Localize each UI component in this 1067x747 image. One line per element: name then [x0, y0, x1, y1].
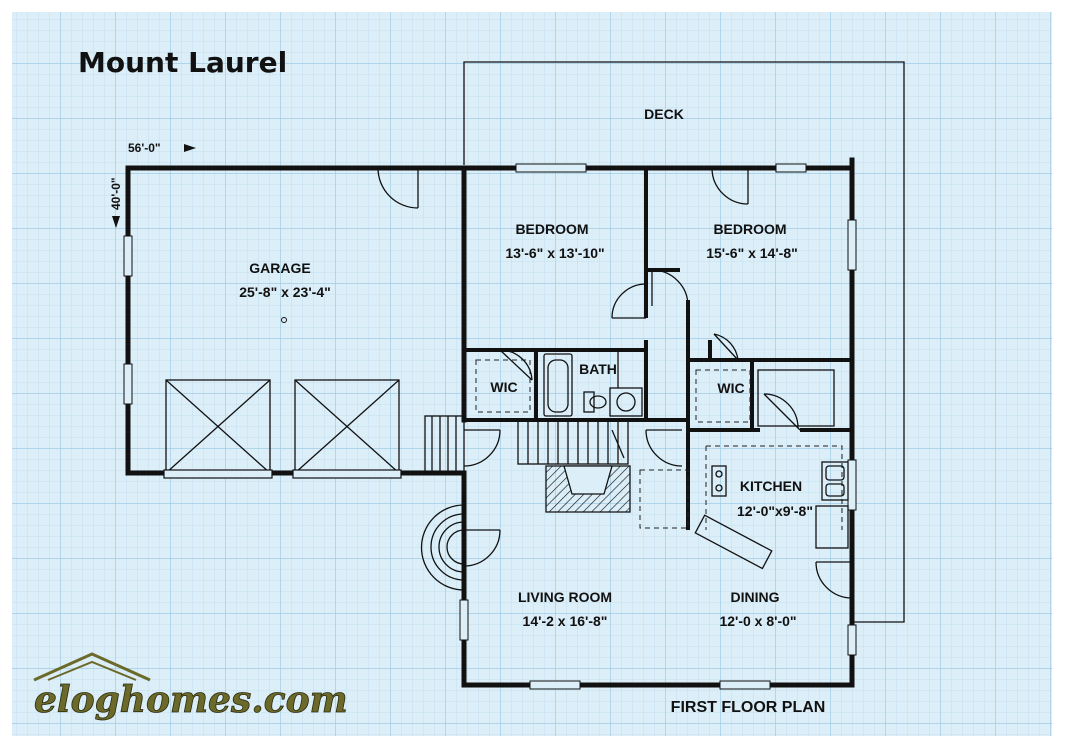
toilet-icon [583, 391, 607, 413]
floor-plan-label: FIRST FLOOR PLAN [671, 699, 826, 716]
garage: GARAGE 25'-8" x 23'-4" [163, 167, 465, 479]
dimension-width: 56'-0" [128, 141, 196, 155]
dimension-width-label: 56'-0" [128, 141, 161, 155]
eloghomes-logo: eloghomes.com [33, 652, 348, 721]
wic-2-label: WIC [717, 380, 744, 396]
dimension-depth-label: 40'-0" [109, 177, 123, 210]
house-roof-icon [33, 652, 151, 682]
garage-steps [424, 415, 465, 473]
deck: DECK [463, 61, 905, 623]
windows [123, 163, 857, 690]
bath: BATH [543, 350, 643, 417]
kitchen: KITCHEN 12'-0"x9'-8" [694, 445, 849, 570]
arrow-right-icon [184, 144, 196, 152]
dining-door-swing [815, 561, 853, 599]
wic-1: WIC [475, 349, 533, 413]
bedroom-1: BEDROOM 13'-6" x 13'-10" [505, 221, 647, 319]
fireplace [545, 465, 631, 513]
bedroom-1-label: BEDROOM [515, 221, 588, 237]
plan-title: Mount Laurel [78, 46, 287, 79]
garage-door-swing [377, 167, 419, 209]
dining: DINING 12'-0 x 8'-0" [719, 561, 853, 629]
stairs [517, 419, 629, 465]
bedroom-2-label: BEDROOM [713, 221, 786, 237]
bedroom-1-size: 13'-6" x 13'-10" [505, 245, 604, 261]
brand-wordmark: eloghomes.com [34, 679, 348, 721]
living-room: LIVING ROOM 14'-2 x 16'-8" [420, 504, 612, 629]
living-room-label: LIVING ROOM [518, 589, 612, 605]
garage-label: GARAGE [249, 260, 310, 276]
wic-1-label: WIC [490, 379, 517, 395]
bedroom-2: BEDROOM 15'-6" x 14'-8" [651, 167, 798, 307]
kitchen-island [694, 514, 773, 570]
kitchen-label: KITCHEN [740, 478, 802, 494]
bedroom-2-size: 15'-6" x 14'-8" [706, 245, 798, 261]
bedroom-2-door-swing [711, 167, 749, 205]
dining-label: DINING [731, 589, 780, 605]
front-entry-bay [420, 504, 501, 591]
kitchen-size: 12'-0"x9'-8" [737, 503, 813, 519]
bedroom-2-entry-door-swing [651, 269, 689, 307]
arrow-down-icon [112, 216, 120, 228]
garage-size: 25'-8" x 23'-4" [239, 284, 331, 300]
dining-size: 12'-0 x 8'-0" [719, 613, 796, 629]
hall-doors [463, 429, 689, 529]
dimension-depth: 40'-0" [109, 177, 123, 228]
living-room-size: 14'-2 x 16'-8" [523, 613, 608, 629]
bedroom-1-door-swing [611, 283, 647, 319]
bath-label: BATH [579, 361, 617, 377]
kitchen-sink-icon [821, 461, 849, 501]
bathtub-icon [543, 353, 573, 417]
wic-2: WIC [695, 333, 835, 431]
sink-icon [609, 387, 643, 417]
deck-label: DECK [644, 106, 684, 122]
